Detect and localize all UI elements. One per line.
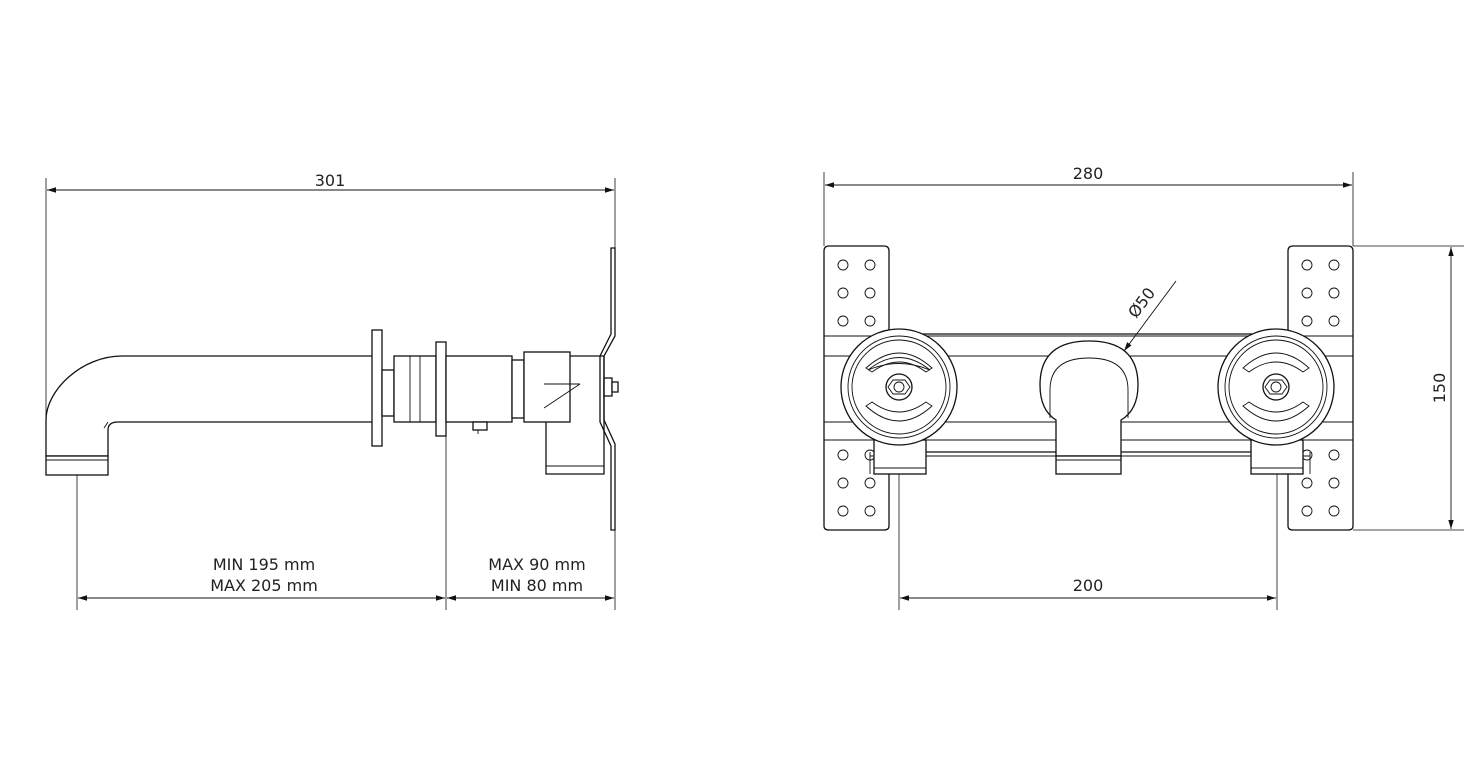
valve-spacing-label: 200 — [1073, 576, 1104, 595]
wall-depth-min-label: MIN 80 mm — [491, 576, 583, 595]
spout-diameter-label: Ø50 — [1124, 284, 1159, 322]
spout-side — [45, 355, 372, 476]
overall-length-label: 301 — [315, 171, 346, 190]
dimension-spout-diameter: Ø50 — [1123, 280, 1177, 352]
dimension-height: 150 — [1353, 245, 1464, 531]
right-valve-handle — [1217, 328, 1335, 475]
dimension-wall-depth: MAX 90 mm MIN 80 mm — [447, 555, 614, 601]
dimension-overall-length: 301 — [45, 171, 616, 420]
mixer-body-side — [371, 329, 619, 475]
side-view: 301 — [45, 171, 619, 610]
spout-length-min-label: MIN 195 mm — [213, 555, 315, 574]
wall-depth-max-label: MAX 90 mm — [488, 555, 585, 574]
overall-width-label: 280 — [1073, 164, 1104, 183]
spout-length-max-label: MAX 205 mm — [210, 576, 318, 595]
dimension-valve-spacing: 200 — [898, 474, 1278, 610]
front-view: 280 — [823, 164, 1464, 610]
dimension-spout-length: MIN 195 mm MAX 205 mm — [76, 436, 616, 610]
left-valve-handle — [840, 328, 958, 475]
dimension-overall-width: 280 — [823, 164, 1354, 246]
spout-front — [1039, 340, 1139, 475]
height-label: 150 — [1430, 373, 1449, 404]
